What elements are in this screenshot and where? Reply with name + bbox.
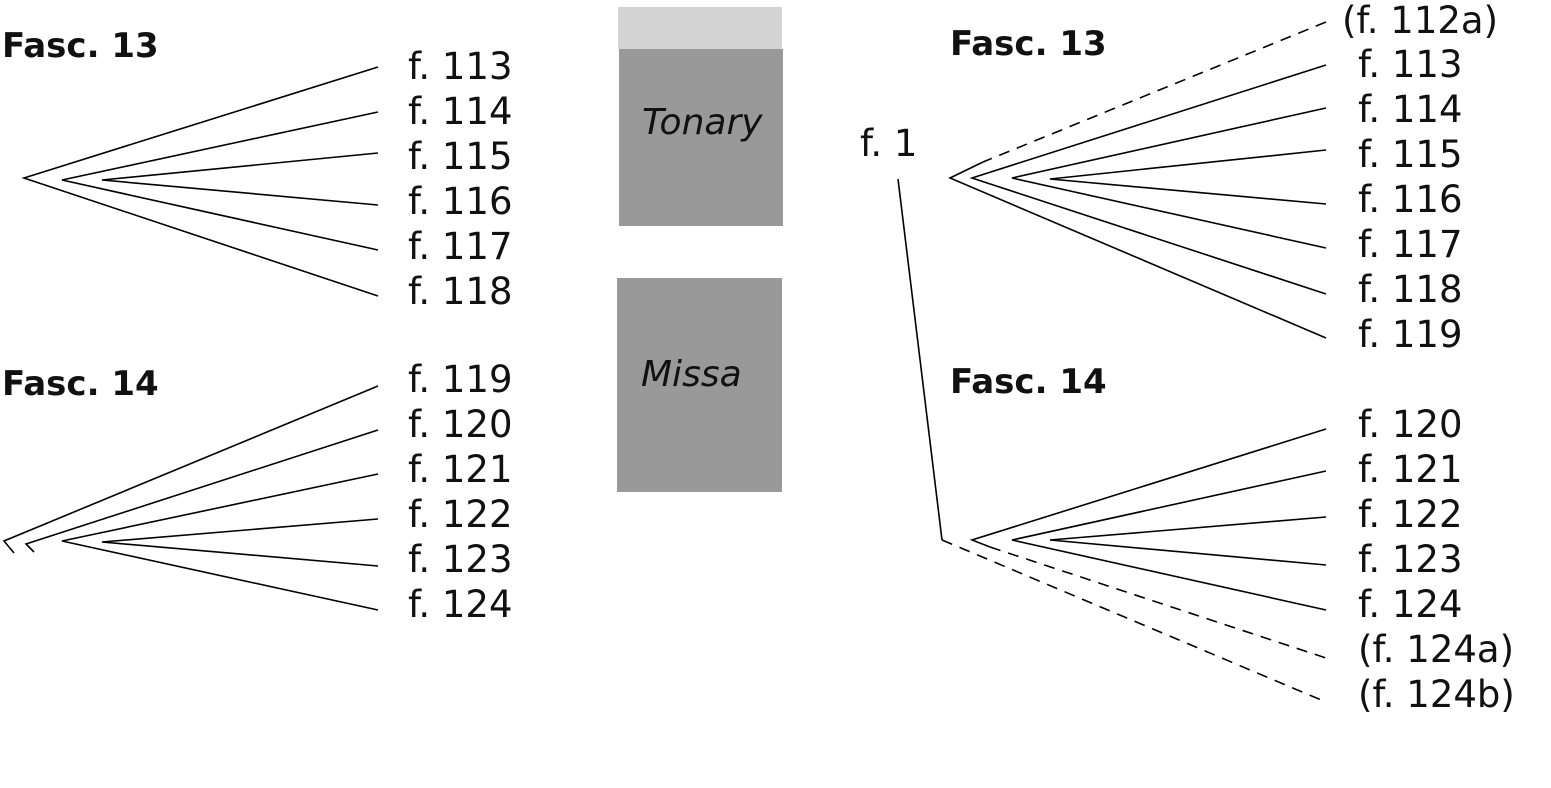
folio-label: f. 115	[408, 135, 512, 178]
folio-label: f. 122	[1358, 493, 1462, 536]
bifolio-line	[1049, 516, 1327, 566]
right-fasc13-folio-labels: (f. 112a) f. 113 f. 114 f. 115 f. 116 f.…	[1342, 0, 1498, 356]
bifolio-line	[2, 385, 379, 554]
folio-label: f. 118	[408, 270, 512, 313]
bifolio-line	[61, 111, 379, 251]
folio-label: f. 115	[1358, 133, 1462, 176]
bifolio-line	[21, 66, 379, 297]
folio-label: f. 120	[1358, 403, 1462, 446]
bifolio-line	[1011, 107, 1327, 249]
folio-label: f. 116	[1358, 178, 1462, 221]
missa-block	[617, 278, 782, 492]
folio-label: f. 117	[1358, 223, 1462, 266]
folio-label: f. 123	[1358, 538, 1462, 581]
folio-label: f. 121	[1358, 448, 1462, 491]
left-fasc14-folio-labels: f. 119 f. 120 f. 121 f. 122 f. 123 f. 12…	[408, 358, 512, 626]
folio-label: f. 119	[1358, 313, 1462, 356]
folio-label: f. 123	[408, 538, 512, 581]
tonary-top-strip	[618, 7, 782, 49]
missa-label: Missa	[641, 354, 742, 395]
right-fasc14-heading: Fasc. 14	[950, 362, 1107, 402]
root-connector-line	[897, 178, 943, 541]
bifolio-line	[101, 518, 379, 567]
folio-label: f. 117	[408, 225, 512, 268]
left-fasc13-bifolio-lines	[21, 66, 379, 297]
folio-label: f. 124	[408, 583, 512, 626]
bifolio-line	[969, 64, 1327, 295]
bifolio-line	[948, 161, 1327, 339]
right-fasc14-folio-labels: f. 120 f. 121 f. 122 f. 123 f. 124 (f. 1…	[1358, 403, 1515, 716]
folio-label: f. 113	[1358, 43, 1462, 86]
folio-label: f. 121	[408, 448, 512, 491]
right-fasc14-bifolio-lines	[941, 428, 1327, 703]
bifolio-line	[24, 429, 379, 553]
dashed-folio-label: (f. 124a)	[1358, 628, 1514, 671]
left-fasc13-folio-labels: f. 113 f. 114 f. 115 f. 116 f. 117 f. 11…	[408, 45, 512, 313]
folio-label: f. 120	[408, 403, 512, 446]
folio-label: f. 116	[408, 180, 512, 223]
tonary-label: Tonary	[642, 102, 763, 143]
folio-label: f. 119	[408, 358, 512, 401]
dashed-folio-label: (f. 124b)	[1358, 673, 1515, 716]
left-fasc13-heading: Fasc. 13	[2, 26, 159, 66]
dashed-folio-label: (f. 112a)	[1342, 0, 1498, 42]
dashed-bifolio-line	[941, 539, 1327, 703]
left-fasc14-heading: Fasc. 14	[2, 364, 159, 404]
dashed-bifolio-line	[989, 546, 1327, 659]
bifolio-line	[61, 473, 379, 611]
folio-label: f. 113	[408, 45, 512, 88]
tonary-block	[619, 49, 783, 226]
dashed-bifolio-line	[982, 21, 1327, 163]
right-fasc13-bifolio-lines	[948, 21, 1327, 339]
folio-label: f. 122	[408, 493, 512, 536]
folio-label: f. 114	[408, 90, 512, 133]
bifolio-line	[1011, 470, 1327, 611]
bifolio-line	[1049, 149, 1327, 205]
root-folio-label: f. 1	[860, 122, 917, 165]
folio-label: f. 124	[1358, 583, 1462, 626]
right-fasc13-heading: Fasc. 13	[950, 24, 1107, 64]
bifolio-line	[969, 428, 1327, 548]
left-fasc14-bifolio-lines	[2, 385, 379, 611]
folio-label: f. 118	[1358, 268, 1462, 311]
bifolio-line	[101, 152, 379, 206]
folio-label: f. 114	[1358, 88, 1462, 131]
